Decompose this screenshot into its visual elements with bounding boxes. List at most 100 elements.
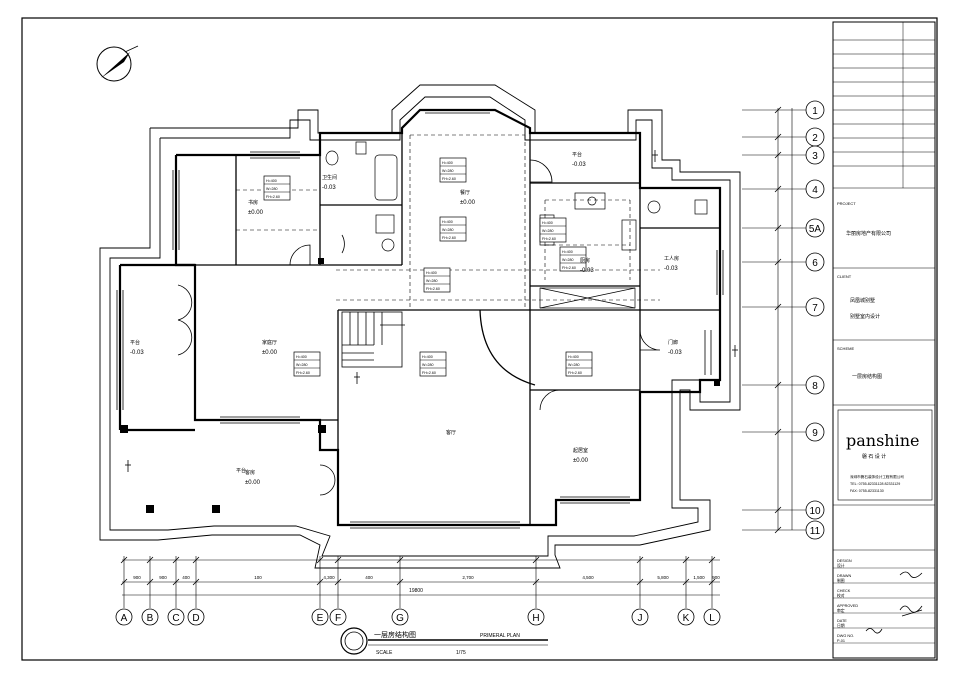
- dimension-label: 1,500: [693, 575, 705, 580]
- curved-wall: [479, 309, 536, 386]
- drawing-subtitle-text: PRIMERAL PLAN: [480, 633, 520, 639]
- column-label: D: [192, 613, 199, 624]
- tb-row-value: 校对: [837, 593, 845, 598]
- north-arrow-icon: [96, 45, 139, 82]
- dimension-label: 2,700: [462, 575, 474, 580]
- svg-text:FH=2.60: FH=2.60: [568, 371, 582, 375]
- svg-text:FH=2.60: FH=2.60: [442, 177, 456, 181]
- staircase: [341, 311, 405, 368]
- title-value: 凤凰城别墅: [850, 297, 875, 304]
- room-name: 平台: [130, 339, 140, 346]
- dimension-label: 900: [159, 575, 167, 580]
- room-level: -0.03: [664, 266, 678, 272]
- doors: [177, 159, 661, 496]
- row-label: 3: [812, 151, 818, 162]
- tb-row-value: 日期: [837, 623, 845, 628]
- svg-text:W=280: W=280: [266, 187, 278, 191]
- column-label: E: [317, 613, 324, 624]
- svg-text:FH=2.60: FH=2.60: [442, 236, 456, 240]
- column-bubble-d: [187, 608, 205, 626]
- project-label: PROJECT: [837, 201, 856, 206]
- row-label: 10: [809, 506, 821, 517]
- room-name: 客房: [245, 469, 255, 476]
- room-level: -0.03: [572, 162, 586, 168]
- column-bubble-c: [167, 608, 185, 626]
- toilet-icon: [325, 150, 339, 166]
- room-name: 卫生间: [322, 174, 337, 181]
- column-label: L: [709, 613, 715, 624]
- svg-text:W=280: W=280: [296, 363, 308, 367]
- signature-scribble: [899, 571, 923, 578]
- column-posts: [120, 258, 720, 513]
- room-level: ±0.00: [248, 210, 264, 216]
- row-label: 5A: [809, 224, 822, 235]
- row-bubble-10: [805, 500, 825, 520]
- room-level: -0.03: [322, 185, 336, 191]
- company-line-1: 深圳市磐石装饰设计工程有限公司: [850, 474, 904, 479]
- dimension-label: 4,500: [582, 575, 594, 580]
- column-bubble-g: [391, 608, 409, 626]
- client-label: CLIENT: [837, 274, 852, 279]
- sink-icon: [381, 238, 395, 252]
- dimension-label: 900: [712, 575, 720, 580]
- title-block: PROJECT 华丽房地产有限公司 CLIENT 凤凰城别墅 别墅室内设计 SC…: [832, 21, 936, 659]
- dimension-label: 900: [133, 575, 141, 580]
- row-bubble-1: [805, 100, 825, 120]
- fixtures: [325, 141, 708, 309]
- svg-text:W=280: W=280: [568, 363, 580, 367]
- column-bubble-b: [141, 608, 159, 626]
- row-label: 8: [812, 381, 818, 392]
- roof-outline: [99, 84, 741, 569]
- svg-text:W=280: W=280: [562, 258, 574, 262]
- tb-row-label: APPROVED: [837, 604, 858, 608]
- column-bubble-f: [329, 608, 347, 626]
- tb-row-label: CHECK: [837, 589, 851, 593]
- dimension-label: 400: [182, 575, 190, 580]
- counter-icon: [621, 219, 637, 251]
- svg-text:H=400: H=400: [568, 355, 579, 359]
- scheme-label: SCHEME: [837, 346, 854, 351]
- svg-text:H=400: H=400: [542, 221, 553, 225]
- svg-text:FH=2.60: FH=2.60: [422, 371, 436, 375]
- interior-walls: [195, 133, 720, 525]
- row-label: 6: [812, 258, 818, 269]
- column-bubble-a: [115, 608, 133, 626]
- room-name: 平台: [572, 151, 582, 158]
- column-bubble-l: [703, 608, 721, 626]
- scheme-value: 一层房结构图: [852, 373, 882, 380]
- room-name: 书房: [248, 199, 258, 206]
- svg-text:FH=2.60: FH=2.60: [296, 371, 310, 375]
- row-bubble-11: [805, 520, 825, 540]
- dimension-label: 100: [254, 575, 262, 580]
- shower-icon: [375, 214, 395, 234]
- svg-text:W=280: W=280: [542, 229, 554, 233]
- revision-table: [833, 22, 935, 551]
- row-label: 1: [812, 106, 818, 117]
- row-bubble-4: [805, 179, 825, 199]
- room-level: -0.03: [580, 268, 594, 274]
- drawing-title: 一层房结构图 PRIMERAL PLAN SCALE 1/75: [340, 627, 548, 656]
- column-label: K: [683, 613, 690, 624]
- room-name: 家庭厅: [262, 339, 277, 346]
- room-level: -0.03: [130, 350, 144, 356]
- right-dimension-chain: [742, 106, 806, 534]
- svg-text:H=400: H=400: [442, 161, 453, 165]
- signature-rows: DESIGN设计DRAWN制图CHECK校对APPROVED审定DATE日期DW…: [833, 559, 935, 644]
- dimension-label: 5,800: [657, 575, 669, 580]
- company-line-3: FAX: 0755-82331130: [850, 489, 884, 493]
- tb-row-label: DWG NO.: [837, 634, 854, 638]
- column-label: B: [147, 613, 154, 624]
- svg-text:H=400: H=400: [266, 179, 277, 183]
- column-bubble-e: [311, 608, 329, 626]
- svg-text:W=280: W=280: [442, 169, 454, 173]
- tb-row-label: DESIGN: [837, 559, 852, 563]
